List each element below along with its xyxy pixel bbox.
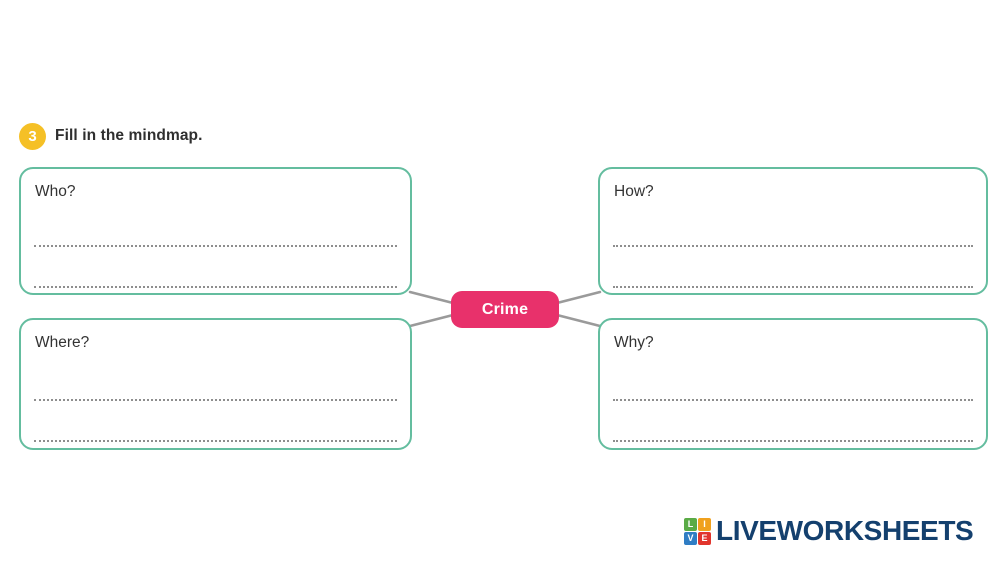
branch-label-where: Where? <box>35 334 90 351</box>
branch-label-how: How? <box>614 183 654 200</box>
liveworksheets-logo: L I V E LIVEWORKSHEETS <box>684 515 974 546</box>
exercise-instruction-row: 3 Fill in the mindmap. <box>19 121 203 151</box>
write-line[interactable] <box>613 399 973 401</box>
connector-who-to-center <box>408 290 455 305</box>
branch-label-why: Why? <box>614 334 654 351</box>
write-line[interactable] <box>34 440 397 442</box>
connector-how-to-center <box>555 290 602 305</box>
logo-wordmark: LIVEWORKSHEETS <box>716 515 974 546</box>
write-line[interactable] <box>613 286 973 288</box>
mindmap-center-node: Crime <box>451 291 559 328</box>
exercise-instruction-text: Fill in the mindmap. <box>55 127 203 144</box>
write-line[interactable] <box>613 245 973 247</box>
logo-square-i: I <box>698 517 711 531</box>
write-line[interactable] <box>34 286 397 288</box>
mindmap-branch-who[interactable]: Who? <box>19 167 412 295</box>
write-line[interactable] <box>613 440 973 442</box>
write-line[interactable] <box>34 245 397 247</box>
logo-square-v: V <box>684 531 697 545</box>
connector-why-to-center <box>555 313 602 328</box>
logo-square-l: L <box>684 517 697 531</box>
branch-label-who: Who? <box>35 183 76 200</box>
write-line[interactable] <box>34 399 397 401</box>
mindmap-branch-how[interactable]: How? <box>598 167 988 295</box>
logo-square-e: E <box>698 531 711 545</box>
exercise-number-badge: 3 <box>19 122 46 150</box>
mindmap-branch-where[interactable]: Where? <box>19 318 412 450</box>
mindmap-branch-why[interactable]: Why? <box>598 318 988 450</box>
connector-where-to-center <box>408 313 455 328</box>
mindmap-center-label: Crime <box>481 300 529 318</box>
logo-squares: L I V E <box>684 517 711 545</box>
